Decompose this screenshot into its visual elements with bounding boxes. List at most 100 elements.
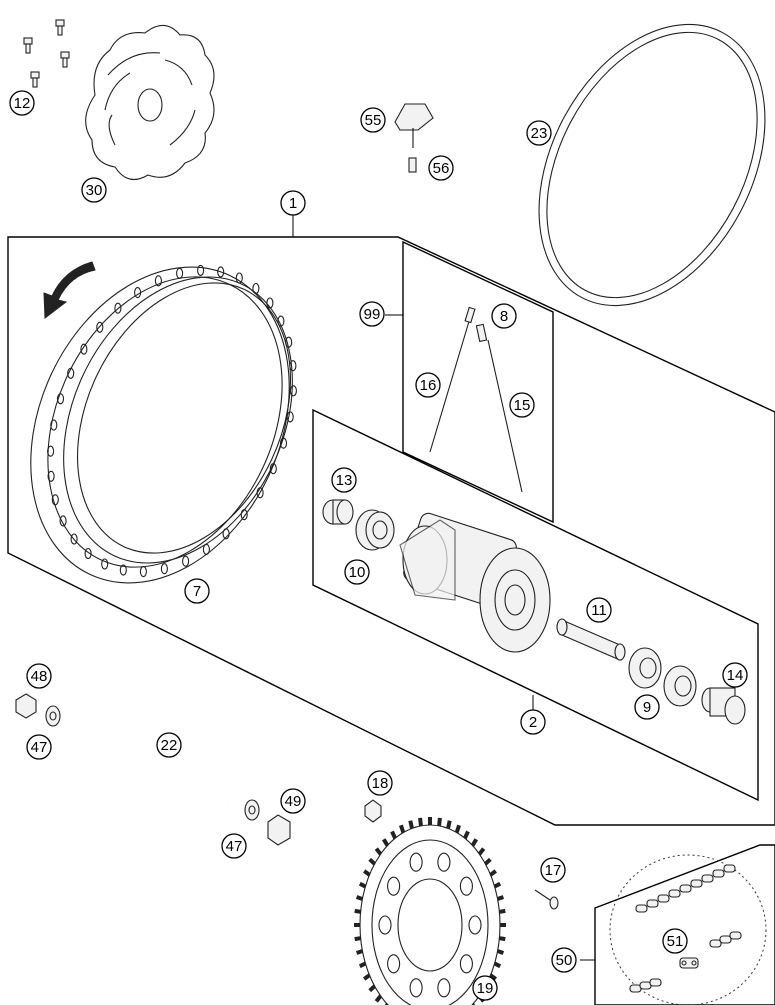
sprocket-hole: [468, 915, 482, 935]
callout-19: 19: [472, 975, 498, 1001]
callout-22: 22: [156, 732, 182, 758]
callout-circle: [509, 392, 535, 418]
callout-circle: [662, 928, 688, 954]
callout-47: 47: [221, 833, 247, 859]
callout-circle: [472, 975, 498, 1001]
master-link-51: [679, 957, 699, 969]
callout-23: 23: [526, 120, 552, 146]
nut-48: [15, 693, 37, 719]
rim-hole: [59, 515, 67, 527]
callout-label: 17: [545, 862, 562, 879]
chain-link: [690, 879, 703, 888]
rim-hole: [285, 336, 293, 348]
rim-hole: [154, 275, 162, 287]
callout-15: 15: [509, 392, 535, 418]
callout-label: 11: [591, 602, 607, 619]
callout-label: 30: [86, 182, 103, 199]
callout-circle: [184, 578, 210, 604]
axle-22: [71, 724, 229, 808]
callout-10: 10: [344, 559, 370, 585]
chain-link: [712, 869, 725, 878]
callout-circle: [491, 303, 517, 329]
callout-label: 50: [556, 952, 573, 969]
callout-label: 16: [420, 377, 437, 394]
callout-label: 22: [161, 737, 178, 754]
callout-circle: [9, 90, 35, 116]
rim-hole: [139, 566, 147, 578]
callout-1: 1: [280, 190, 306, 216]
rim-hole: [80, 343, 88, 355]
callout-13: 13: [331, 467, 357, 493]
callout-circle: [26, 734, 52, 760]
callout-11: 11: [586, 597, 612, 623]
chain-link: [629, 984, 642, 993]
callout-14: 14: [722, 662, 748, 688]
rim-hole: [252, 282, 260, 295]
callout-circle: [722, 662, 748, 688]
chain-link: [709, 939, 722, 948]
rim: [30, 264, 297, 584]
callout-circle: [634, 694, 660, 720]
disc-bolts: [23, 19, 70, 88]
callout-49: 49: [280, 788, 306, 814]
callout-circle: [428, 155, 454, 181]
rim-hole: [197, 264, 205, 276]
callout-16: 16: [415, 372, 441, 398]
callout-circle: [367, 770, 393, 796]
rim-hole: [235, 272, 243, 284]
rim-hole: [96, 321, 104, 333]
bearing-9a: [628, 647, 662, 689]
callout-label: 23: [531, 125, 548, 142]
sprocket-hole: [378, 915, 392, 935]
sprocket-screw-17: [534, 889, 559, 910]
sprocket-hole: [459, 954, 473, 974]
washer-47-left: [45, 705, 61, 727]
rim-hole: [47, 470, 55, 482]
rim-hole: [217, 266, 225, 278]
callout-label: 1: [289, 195, 297, 212]
bearing-9b: [663, 665, 697, 707]
callout-label: 2: [529, 714, 537, 731]
washer-47-right: [244, 799, 260, 821]
callout-label: 48: [31, 668, 48, 685]
chain-link: [729, 931, 742, 940]
chain-link: [719, 935, 732, 944]
callout-circle: [526, 120, 552, 146]
callout-circle: [360, 107, 386, 133]
spoke-left: [429, 306, 476, 453]
sprocket-hole: [409, 852, 423, 872]
callout-48: 48: [26, 663, 52, 689]
bearing-10: [355, 509, 395, 551]
callout-circle: [540, 857, 566, 883]
callout-circle: [415, 372, 441, 398]
rim-hole: [269, 463, 277, 475]
callout-label: 9: [643, 699, 651, 716]
chain-link: [679, 884, 692, 893]
rim-hole: [266, 297, 274, 309]
callout-9: 9: [634, 694, 660, 720]
callout-51: 51: [662, 928, 688, 954]
rim-hole: [50, 419, 58, 431]
callout-circle: [344, 559, 370, 585]
chain-link: [701, 874, 714, 883]
callout-circle: [586, 597, 612, 623]
chain: [609, 854, 767, 1005]
callout-56: 56: [428, 155, 454, 181]
callout-circle: [280, 788, 306, 814]
callout-label: 18: [372, 775, 389, 792]
callout-label: 14: [727, 667, 744, 684]
callout-18: 18: [367, 770, 393, 796]
chain-link: [649, 978, 662, 987]
hub-subframe: [312, 408, 759, 802]
chain-link: [657, 894, 670, 903]
rim-hole: [101, 558, 109, 570]
callout-label: 15: [514, 397, 531, 414]
rim-hole: [182, 555, 190, 567]
chain-link: [668, 889, 681, 898]
callout-circle: [331, 467, 357, 493]
sprocket-hole: [459, 876, 473, 896]
chain-subframe: [594, 844, 775, 1005]
callout-2: 2: [520, 709, 546, 735]
rim-hole: [277, 315, 285, 327]
